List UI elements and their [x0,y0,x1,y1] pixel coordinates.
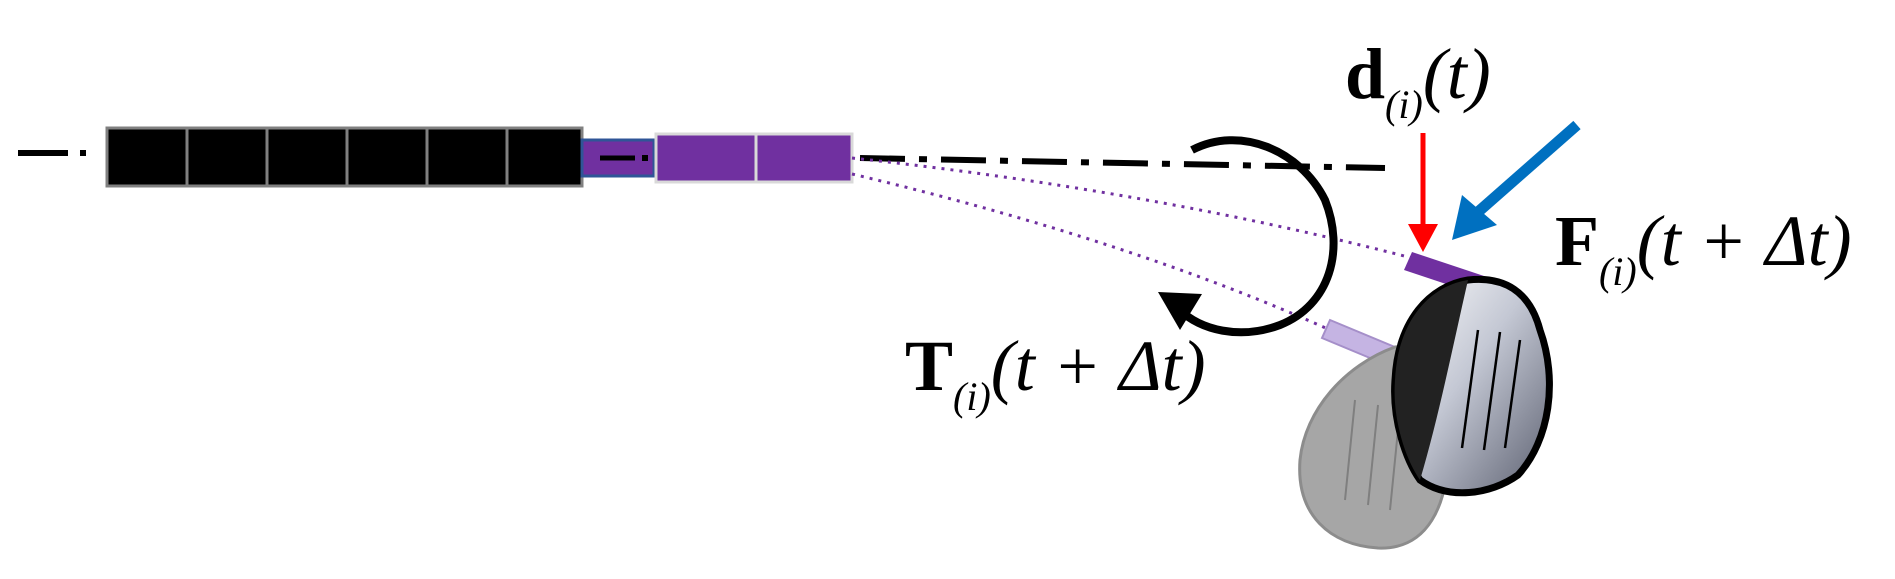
shaft-segment [105,126,189,188]
shaft-segment [345,126,429,188]
displacement-arrow-icon [1408,133,1438,252]
shaft-segment [265,126,349,188]
shaft-segment [185,126,269,188]
torque-label: T(i)(t + Δt) [905,326,1206,419]
displacement-label: d(i)(t) [1345,34,1491,127]
shaft-segment [654,132,758,184]
deflection-curve-current [851,156,1413,260]
shaft-segment [754,132,854,184]
deflection-curve-previous [851,172,1331,332]
force-label: F(i)(t + Δt) [1555,201,1852,294]
clubhead-current-position [1391,252,1553,497]
shaft-segment [425,126,509,188]
shaft-segments-purple [654,132,854,184]
shaft-segments-black [105,126,584,188]
shaft-segment [505,126,584,188]
force-arrow-icon [1452,120,1581,240]
shaft-connector [580,138,656,178]
curved-rotation-arrow-icon [1158,136,1338,337]
